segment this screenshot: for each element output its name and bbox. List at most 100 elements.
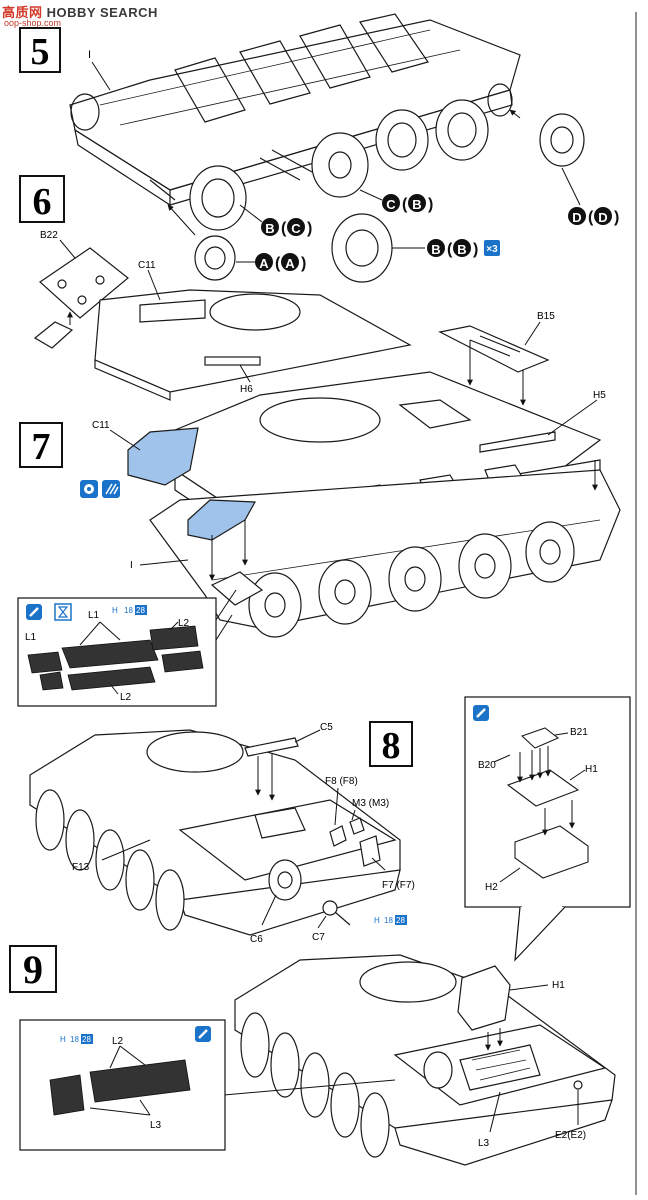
photo-etch-icon — [102, 480, 120, 498]
label-s8-B20: B20 — [478, 760, 496, 771]
label-s8-M3: M3 (M3) — [352, 798, 389, 809]
callout-letter: A — [259, 256, 269, 271]
paint-chip: H 18 28 — [374, 915, 407, 925]
dry-time-icon — [54, 603, 72, 621]
callout-letter: C — [386, 197, 396, 212]
chip-b: 28 — [82, 1035, 91, 1044]
watermark-cn: 高质网 — [2, 5, 43, 20]
step-8-assembly — [29, 729, 401, 936]
wheel-callout-B-B: B ( B ) ×3 — [427, 239, 500, 258]
step-6-leaders — [59, 239, 251, 383]
step-5-leaders — [91, 61, 581, 263]
label-s8-C7: C7 — [312, 932, 325, 943]
label-s8-C5: C5 — [320, 722, 333, 733]
wheel-callout-A-A: A ( A ) — [255, 253, 306, 272]
step-6-assembly — [33, 247, 412, 401]
label-s7-H5: H5 — [593, 390, 606, 401]
track-inset-step7: H 18 28 L1 L1 L2 L2 — [17, 589, 237, 707]
label-step5-I: I — [88, 49, 91, 61]
label-track7-L1b: L1 — [25, 632, 37, 643]
step-6-number: 6 — [33, 181, 52, 223]
label-s9-H1: H1 — [552, 980, 565, 991]
watermark-url: oop-shop.com — [4, 18, 62, 28]
multiplier-badge — [484, 240, 500, 256]
label-s9-E2: E2(E2) — [555, 1130, 586, 1141]
chip-b: 28 — [396, 916, 405, 925]
label-s8-F8: F8 (F8) — [325, 776, 358, 787]
step-number-9: 9 — [9, 945, 57, 993]
track-inset-step9: H 18 28 L2 L3 — [19, 1019, 226, 1151]
svg-text:(: ( — [588, 209, 594, 226]
step-9-assembly — [234, 954, 616, 1166]
chip-b: 28 — [136, 606, 145, 615]
label-s7-B15: B15 — [537, 311, 555, 322]
label-s8-B21: B21 — [570, 727, 588, 738]
callout-paren-letter: A — [285, 256, 295, 271]
label-s6-C11: C11 — [138, 260, 156, 271]
step-9-number: 9 — [23, 947, 43, 992]
chip-a: 18 — [70, 1035, 79, 1044]
chip-prefix: H — [374, 916, 380, 925]
watermark: 高质网 HOBBY SEARCH — [2, 2, 158, 21]
label-s7-C11: C11 — [92, 420, 110, 431]
label-track7-L2a: L2 — [178, 618, 190, 629]
label-s8-H2: H2 — [485, 882, 498, 893]
chip-prefix: H — [60, 1035, 66, 1044]
label-s8-C6: C6 — [250, 934, 263, 945]
step-number-8: 8 — [369, 721, 413, 767]
label-track7-L2b: L2 — [120, 692, 132, 703]
paint-chip: H 18 28 — [60, 1034, 93, 1044]
multiplier-text: ×3 — [486, 244, 498, 255]
chip-a: 18 — [384, 916, 393, 925]
decal-icon — [80, 480, 98, 498]
wheel-callout-D-D: D ( D ) — [568, 207, 619, 226]
chip-a: 18 — [124, 606, 133, 615]
paint-chip: H 18 28 — [112, 605, 147, 615]
step-7-assembly — [149, 325, 621, 638]
svg-text:): ) — [428, 196, 433, 213]
step-number-6: 6 — [19, 175, 65, 223]
wheel-callout-C-B: C ( B ) — [382, 194, 433, 213]
svg-text:(: ( — [447, 241, 453, 258]
cement-icon — [195, 1026, 211, 1042]
watermark-en: HOBBY SEARCH — [46, 5, 158, 20]
chip-prefix: H — [112, 606, 118, 615]
callout-paren-letter: B — [457, 242, 466, 257]
step-9-leaders — [223, 984, 579, 1133]
step-5-assembly — [69, 13, 585, 283]
highlight-c11-front — [127, 427, 199, 486]
callout-paren-letter: B — [412, 197, 421, 212]
label-s7-I: I — [130, 560, 133, 571]
callout-paren-letter: D — [598, 210, 607, 225]
svg-text:): ) — [473, 241, 478, 258]
callout-letter: D — [572, 210, 581, 225]
wheel-callout-B-C: B ( C ) — [261, 218, 312, 237]
svg-text:(: ( — [275, 255, 281, 272]
cement-icon — [473, 705, 489, 721]
step-number-5: 5 — [19, 27, 61, 73]
callout-letter: B — [265, 221, 274, 236]
label-s8-F7: F7 (F7) — [382, 880, 415, 891]
label-s8-H1: H1 — [585, 764, 598, 775]
label-s6-H6: H6 — [240, 384, 253, 395]
label-track9-L3: L3 — [150, 1120, 162, 1131]
callout-letter: B — [431, 242, 440, 257]
svg-text:(: ( — [402, 196, 408, 213]
svg-text:(: ( — [281, 220, 287, 237]
svg-text:): ) — [307, 220, 312, 237]
svg-text:): ) — [301, 255, 306, 272]
label-track9-L2: L2 — [112, 1036, 124, 1047]
label-s6-B22: B22 — [40, 230, 58, 241]
label-s9-L3: L3 — [478, 1138, 490, 1149]
step-8-leaders — [101, 729, 386, 929]
cement-icon — [26, 604, 42, 620]
step-8-number: 8 — [382, 725, 401, 767]
callout-paren-letter: C — [291, 221, 301, 236]
step-7-number: 7 — [32, 426, 51, 468]
label-track7-L1a: L1 — [88, 610, 100, 621]
step-7-leaders — [109, 321, 598, 581]
step-number-7: 7 — [19, 422, 63, 468]
subassembly-bubble: B21 B20 H1 H2 — [464, 696, 631, 962]
label-s8-F13: F13 — [72, 862, 90, 873]
